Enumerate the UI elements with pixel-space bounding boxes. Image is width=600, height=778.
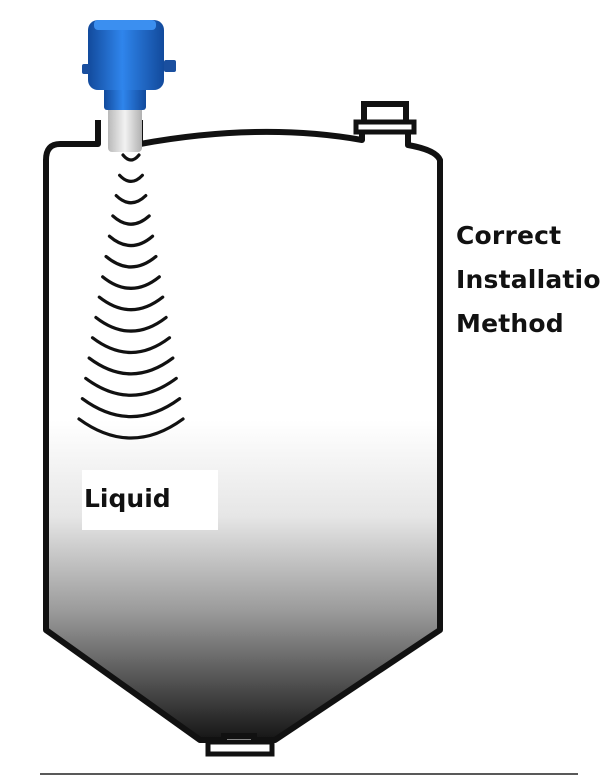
bottom-outlet (205, 733, 275, 757)
sensor-neck (104, 86, 146, 110)
sensor-head (88, 20, 164, 90)
caption-line-2: Installation (456, 265, 600, 294)
wave-arc (87, 356, 175, 376)
wave-arc (90, 336, 172, 355)
ultrasonic-waves (77, 153, 185, 440)
wave-arc (107, 234, 155, 248)
wave-arc (114, 194, 148, 205)
wave-arc (80, 397, 182, 419)
wave-arc (118, 173, 144, 183)
caption-line-3: Method (456, 309, 564, 338)
installation-caption: Correct Installation Method (456, 214, 600, 346)
wave-arc (121, 153, 141, 162)
wave-arc (104, 254, 158, 269)
wave-arc (111, 214, 151, 226)
ultrasonic-sensor (82, 20, 176, 152)
caption-line-1: Correct (456, 221, 562, 250)
wave-arc (84, 376, 178, 397)
wave-arc (97, 295, 165, 312)
wave-arc (77, 417, 185, 440)
liquid-fill (46, 420, 440, 740)
wave-arc (101, 275, 161, 290)
liquid-label: Liquid (84, 484, 171, 513)
sensor-probe (108, 106, 142, 152)
top-nozzle (353, 101, 417, 135)
liquid-label-box (82, 470, 218, 530)
tank-outline (43, 120, 443, 743)
wave-arc (94, 315, 168, 333)
